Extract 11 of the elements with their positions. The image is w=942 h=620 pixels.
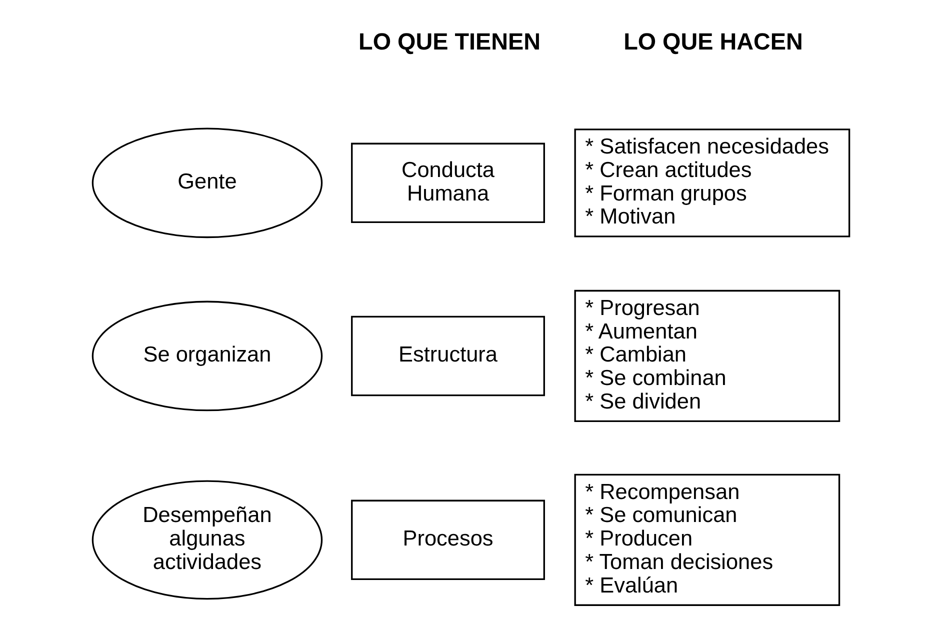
node-ellipse: Gente: [92, 128, 323, 238]
node-ellipse: Desempeñan algunas actividades: [92, 480, 323, 600]
node-box: Procesos: [351, 500, 545, 580]
node-box: Estructura: [351, 316, 545, 396]
node-box: Conducta Humana: [351, 142, 545, 224]
node-box: * Satisfacen necesidades * Crean actitudes * Forman grupos * Motivan: [574, 128, 850, 238]
node-box: * Progresan * Aumentan * Cambian * Se combinan * Se dividen: [574, 290, 840, 422]
node-box: * Recompensan * Se comunican * Producen * Toman decisiones * Evalúan: [574, 474, 840, 606]
label: LO QUE TIENEN: [358, 28, 541, 54]
label: LO QUE HACEN: [624, 28, 803, 54]
node-ellipse: Se organizan: [92, 300, 323, 412]
